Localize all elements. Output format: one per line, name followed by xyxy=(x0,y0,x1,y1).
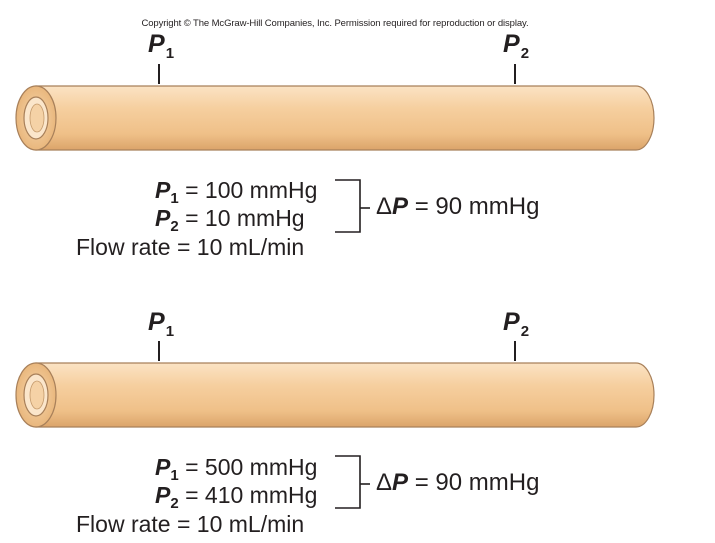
p2-marker-label: P2 xyxy=(503,308,530,341)
p1-marker-tick xyxy=(158,64,160,84)
p2-value-line: P2 = 410 mmHg xyxy=(155,482,318,512)
copyright-notice: Copyright © The McGraw-Hill Companies, I… xyxy=(141,18,529,29)
delta-p-label: ΔP = 90 mmHg xyxy=(376,193,540,220)
p2-marker-tick xyxy=(514,341,516,361)
p1-value-line: P1 = 100 mmHg xyxy=(155,177,318,207)
blood-vessel-tube xyxy=(15,85,655,151)
pressure-difference-bracket xyxy=(335,455,370,509)
vessel-panel-2: P1 P2 P1 = 500 mmHg P2 = 410 mmHg Flow r… xyxy=(0,277,715,537)
vessel-panel-1: P1 P2 P1 = 100 mmHg P2 = 10 mmHg Flow ra… xyxy=(0,0,715,260)
p2-marker-tick xyxy=(514,64,516,84)
p2-value-line: P2 = 10 mmHg xyxy=(155,205,305,235)
p1-marker-label: P1 xyxy=(148,308,175,341)
p1-marker-label: P1 xyxy=(148,30,175,63)
delta-p-label: ΔP = 90 mmHg xyxy=(376,469,540,496)
p1-marker-tick xyxy=(158,341,160,361)
flow-rate-line: Flow rate = 10 mL/min xyxy=(76,511,305,537)
pressure-difference-bracket xyxy=(335,179,370,233)
p1-value-line: P1 = 500 mmHg xyxy=(155,454,318,484)
blood-vessel-tube xyxy=(15,362,655,428)
p2-marker-label: P2 xyxy=(503,30,530,63)
flow-rate-line: Flow rate = 10 mL/min xyxy=(76,234,305,260)
